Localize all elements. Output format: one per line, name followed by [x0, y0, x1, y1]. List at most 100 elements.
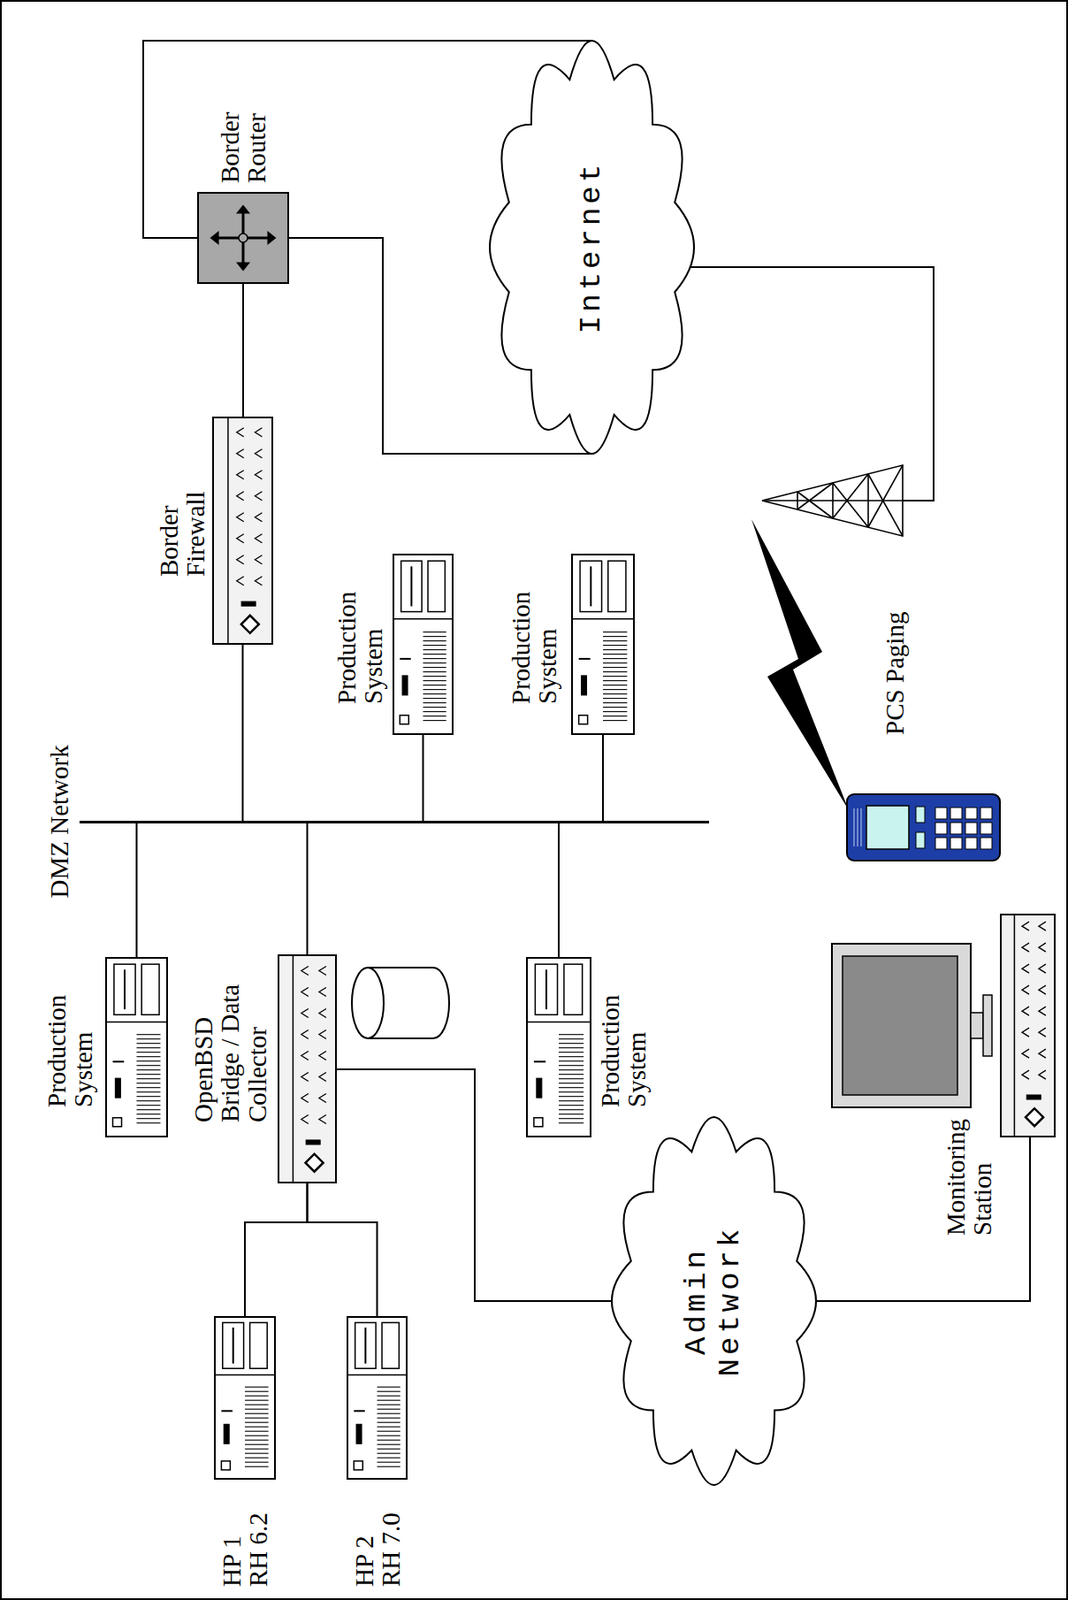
- vent-line: [423, 684, 447, 686]
- connector-line: [306, 823, 309, 954]
- drive-bay: [250, 1321, 268, 1368]
- node-label: Production System: [333, 579, 388, 704]
- vent-line: [423, 715, 447, 717]
- vent-chevron: [236, 491, 245, 501]
- vent-line: [602, 701, 627, 703]
- vent-line: [137, 1046, 161, 1048]
- vent-line: [377, 1434, 401, 1436]
- vent-line: [558, 1068, 584, 1070]
- vent-chevron: [1038, 1069, 1046, 1079]
- cylinder-top: [351, 967, 384, 1038]
- vent-line: [602, 679, 627, 681]
- cpu-unit: [1000, 914, 1055, 1137]
- vent-chevron: [236, 449, 245, 458]
- vent-line: [137, 1095, 161, 1097]
- connector-line: [136, 823, 138, 957]
- vent-chevron: [1038, 921, 1046, 931]
- drive-slot: [123, 968, 126, 1009]
- vent-chevron: [319, 1092, 327, 1102]
- vent-line: [244, 1390, 269, 1392]
- vent-line: [423, 671, 447, 672]
- vent-chevron: [301, 1092, 309, 1102]
- monitor-neck: [970, 1012, 984, 1038]
- vent-line: [423, 719, 447, 721]
- vent-chevron: [319, 986, 327, 996]
- vent-chevron: [254, 576, 262, 586]
- vent-line: [423, 662, 447, 664]
- vent-line: [558, 1117, 584, 1119]
- router-arrow-head: [236, 205, 251, 214]
- vent-line: [602, 653, 627, 655]
- drive-bay: [401, 560, 422, 611]
- connector-line: [602, 734, 604, 821]
- vent-line: [377, 1386, 401, 1388]
- power-button: [113, 1117, 123, 1127]
- vent-chevron: [254, 555, 262, 565]
- vent-line: [558, 1095, 584, 1097]
- unit-diamond: [1025, 1107, 1044, 1126]
- unit-rail: [227, 417, 229, 644]
- monitor-frame: [831, 943, 971, 1107]
- status-bar: [223, 1423, 229, 1443]
- connector-line: [422, 734, 425, 821]
- vent-chevron: [254, 534, 262, 543]
- tower-mast: [762, 499, 903, 502]
- vent-line: [602, 631, 627, 633]
- router-box: Border Router: [197, 191, 290, 284]
- vent-line: [377, 1465, 401, 1467]
- pager-speaker: [860, 808, 862, 847]
- vent-line: [244, 1448, 269, 1450]
- vent-line: [602, 688, 627, 690]
- node-label: DMZ Network: [45, 744, 73, 898]
- vent-line: [244, 1465, 269, 1467]
- vent-line: [377, 1452, 401, 1454]
- status-bar: [402, 675, 408, 695]
- tower-wire: [671, 267, 934, 501]
- bridge-unit: OpenBSD Bridge / Data Collector: [277, 953, 337, 1183]
- unit-outline: [278, 954, 336, 1183]
- vent-line: [137, 1104, 161, 1106]
- vent-line: [602, 671, 627, 672]
- vent-line: [602, 719, 627, 721]
- power-button: [399, 715, 409, 725]
- drive-slot: [232, 1327, 235, 1364]
- vent-chevron: [1022, 984, 1030, 994]
- vent-line: [137, 1113, 161, 1114]
- unit-outline: [213, 417, 273, 644]
- vent-chevron: [254, 512, 262, 522]
- vent-chevron: [236, 534, 245, 543]
- pager-key: [965, 822, 977, 834]
- node-label: Production System: [43, 983, 98, 1107]
- node-label: Production System: [507, 579, 562, 704]
- vent-line: [377, 1408, 401, 1410]
- power-button: [579, 715, 588, 725]
- vent-line: [423, 688, 447, 690]
- server-box-shape: [105, 956, 168, 1137]
- pager-body: [846, 793, 1000, 861]
- unit-led: [241, 601, 256, 606]
- vent-line: [244, 1461, 269, 1463]
- vent-line: [558, 1099, 584, 1101]
- network-cloud: Admin Network: [611, 1116, 817, 1485]
- pager-key: [950, 822, 962, 834]
- vent-line: [244, 1452, 269, 1454]
- firewall-unit-shape: [212, 416, 274, 645]
- network-name: Admin Network: [680, 1212, 748, 1389]
- unit-rail: [1014, 914, 1016, 1137]
- pager: [846, 793, 1000, 861]
- pager-key: [950, 807, 962, 819]
- network-name: Internet: [575, 114, 609, 381]
- cloud-outline: [489, 40, 695, 454]
- vent-line: [244, 1412, 269, 1414]
- drive-bay: [355, 1321, 376, 1368]
- status-bar: [114, 1077, 121, 1098]
- unit-led: [305, 1139, 321, 1145]
- power-button: [534, 1117, 543, 1127]
- vent-line: [558, 1086, 584, 1088]
- tower-brace: [832, 482, 869, 527]
- bus-line: [79, 820, 710, 824]
- pager-key: [965, 837, 977, 849]
- vent-line: [558, 1073, 584, 1075]
- vent-line: [423, 710, 447, 712]
